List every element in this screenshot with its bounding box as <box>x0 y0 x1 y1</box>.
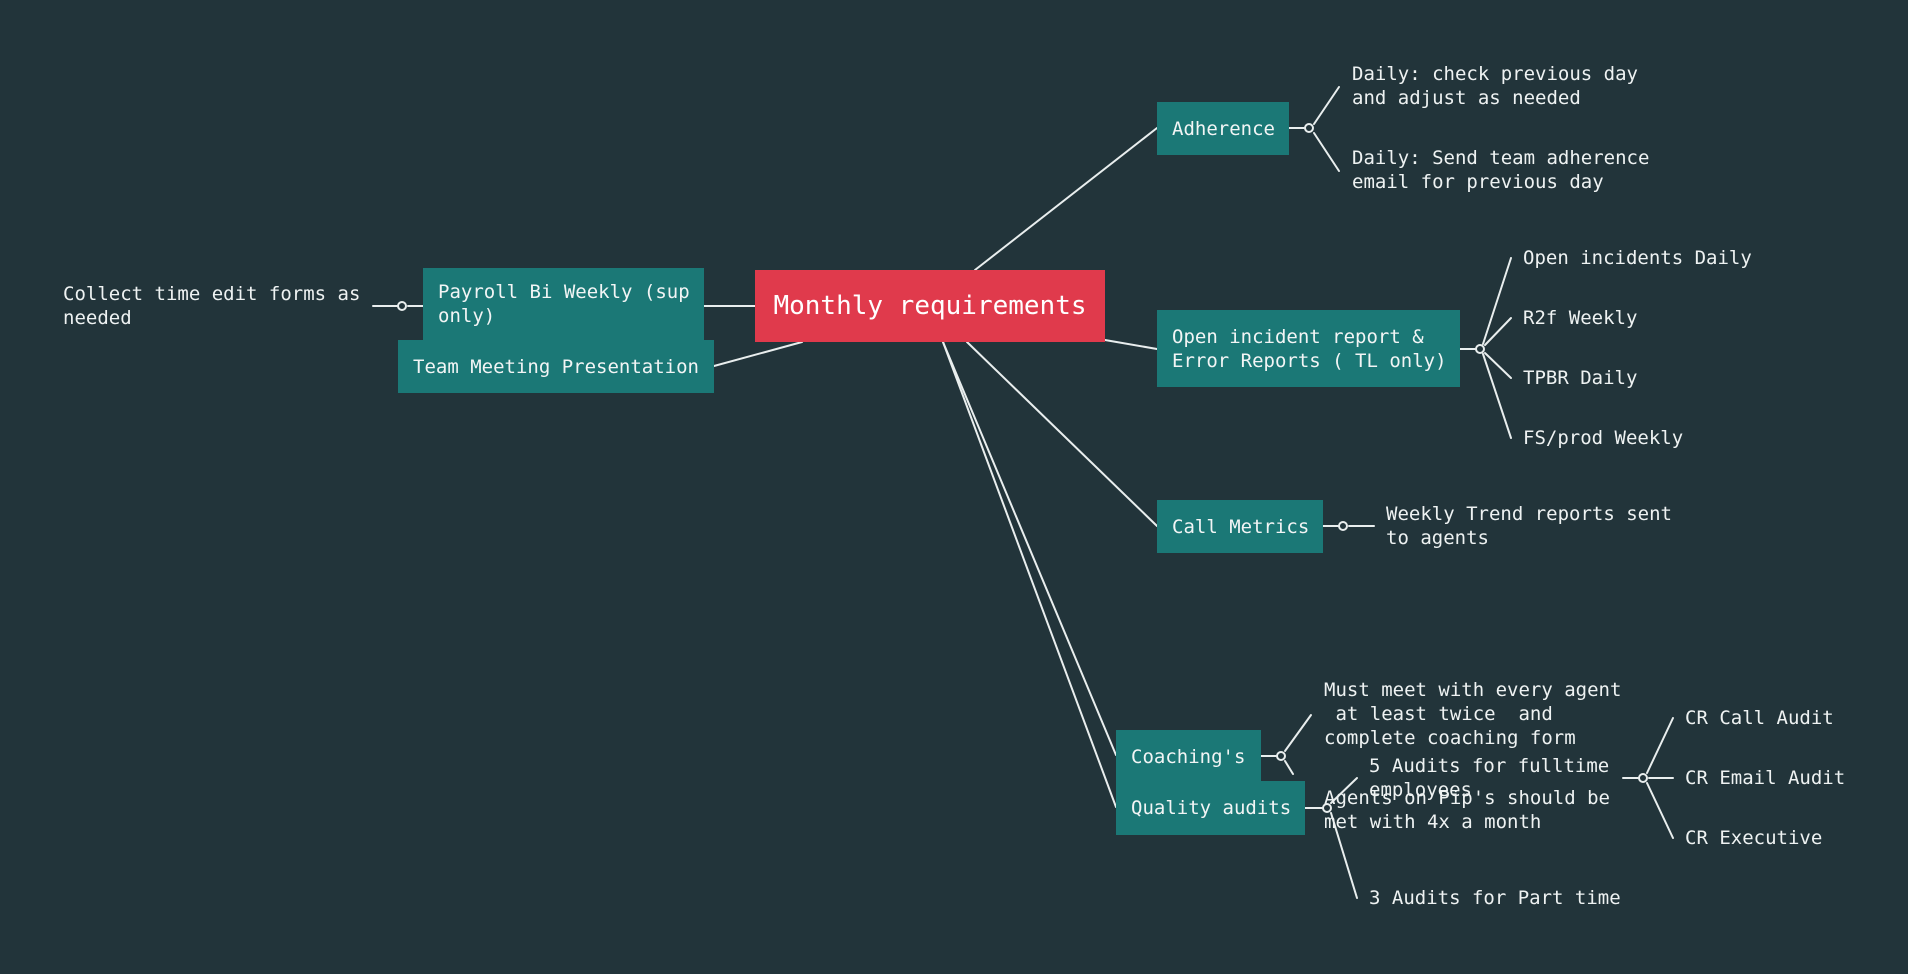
collapse-toggle-adherence[interactable] <box>1304 123 1314 133</box>
connector-root-quality <box>942 341 1117 808</box>
collapse-toggle-call-metrics[interactable] <box>1338 521 1348 531</box>
leaf-pip-agents[interactable]: Agents on Pip's should be met with 4x a … <box>1324 787 1610 833</box>
leaf-cr-call-audit[interactable]: CR Call Audit <box>1685 707 1834 729</box>
collapse-toggle-incident[interactable] <box>1475 344 1485 354</box>
leaf-cr-email-audit[interactable]: CR Email Audit <box>1685 767 1846 789</box>
branch-quality-audits[interactable]: Quality audits <box>1116 781 1305 835</box>
collapse-toggle-payroll[interactable] <box>397 301 407 311</box>
branch-payroll[interactable]: Payroll Bi Weekly (sup only) <box>423 268 704 340</box>
leaf-collect-time-edit[interactable]: Collect time edit forms as needed <box>63 283 361 329</box>
connector-root-coaching <box>942 341 1117 756</box>
leaf-adherence-daily-check[interactable]: Daily: check previous day and adjust as … <box>1352 63 1638 109</box>
collapse-toggle-coaching[interactable] <box>1276 751 1286 761</box>
connector-root-adherence <box>974 127 1158 271</box>
leaf-tpbr[interactable]: TPBR Daily <box>1523 367 1638 389</box>
connector-root-incident <box>1104 339 1158 350</box>
leaf-five-audits[interactable]: 5 Audits for fulltime employees <box>1369 755 1610 801</box>
root-node[interactable]: Monthly requirements <box>755 270 1105 342</box>
leaf-open-incidents[interactable]: Open incidents Daily <box>1523 247 1752 269</box>
branch-incident-reports[interactable]: Open incident report & Error Reports ( T… <box>1157 310 1460 387</box>
leaf-fs-prod[interactable]: FS/prod Weekly <box>1523 427 1684 449</box>
collapse-toggle-five-audits[interactable] <box>1638 773 1648 783</box>
connector-root-team-meeting <box>713 341 803 367</box>
branch-call-metrics[interactable]: Call Metrics <box>1157 500 1323 553</box>
leaf-r2f[interactable]: R2f Weekly <box>1523 307 1638 329</box>
leaf-must-meet[interactable]: Must meet with every agent at least twic… <box>1324 679 1622 749</box>
leaf-three-audits[interactable]: 3 Audits for Part time <box>1369 887 1621 909</box>
collapse-toggle-quality[interactable] <box>1322 803 1332 813</box>
branch-team-meeting[interactable]: Team Meeting Presentation <box>398 340 714 393</box>
leaf-cr-executive[interactable]: CR Executive <box>1685 827 1823 849</box>
branch-coaching[interactable]: Coaching's <box>1116 730 1261 783</box>
leaf-adherence-daily-email[interactable]: Daily: Send team adherence email for pre… <box>1352 147 1650 193</box>
branch-adherence[interactable]: Adherence <box>1157 102 1289 155</box>
connector-root-call-metrics <box>966 341 1158 527</box>
leaf-weekly-trend[interactable]: Weekly Trend reports sent to agents <box>1386 503 1672 549</box>
